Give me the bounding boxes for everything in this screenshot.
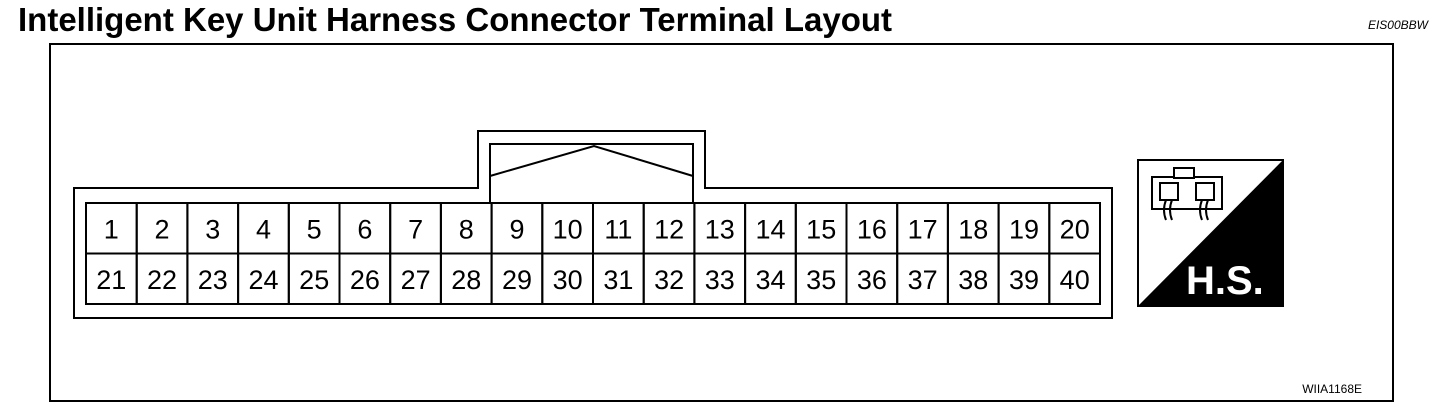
terminal-number: 14 [755, 214, 785, 244]
terminal-number: 28 [451, 265, 481, 295]
document-code: EIS00BBW [1367, 18, 1428, 32]
terminal-number: 30 [553, 265, 583, 295]
terminal-number: 39 [1009, 265, 1039, 295]
terminal-number: 22 [147, 265, 177, 295]
page-title: Intelligent Key Unit Harness Connector T… [18, 1, 893, 38]
terminal-cell [1048, 252, 1102, 305]
terminal-number: 36 [857, 265, 887, 295]
terminal-number: 24 [248, 265, 278, 295]
terminal-number: 6 [357, 214, 372, 244]
harness-side-symbol: H.S. [1137, 159, 1284, 307]
terminal-number: 40 [1060, 265, 1090, 295]
terminal-number: 12 [654, 214, 684, 244]
terminal-number: 38 [958, 265, 988, 295]
terminal-number: 34 [755, 265, 785, 295]
terminal-number: 32 [654, 265, 684, 295]
terminal-number: 20 [1060, 214, 1090, 244]
terminal-number: 33 [705, 265, 735, 295]
terminal-number: 8 [459, 214, 474, 244]
terminal-number: 19 [1009, 214, 1039, 244]
terminal-number: 17 [908, 214, 938, 244]
lock-tab-chevron [489, 144, 694, 177]
connector-plug-icon [1151, 167, 1223, 221]
terminal-number: 13 [705, 214, 735, 244]
terminal-number: 26 [350, 265, 380, 295]
terminal-number: 27 [401, 265, 431, 295]
terminal-number: 25 [299, 265, 329, 295]
terminal-number: 3 [205, 214, 220, 244]
figure-code: WIIA1168E [1302, 382, 1362, 396]
hs-symbol-triangle [1138, 160, 1283, 306]
terminal-number: 31 [603, 265, 633, 295]
terminal-number: 7 [408, 214, 423, 244]
terminal-number: 37 [908, 265, 938, 295]
hs-label: H.S. [1186, 259, 1264, 303]
terminal-number: 4 [256, 214, 271, 244]
diagram-frame: WIIA1168E [49, 43, 1394, 402]
terminal-number: 10 [553, 214, 583, 244]
terminal-number: 35 [806, 265, 836, 295]
terminal-number: 16 [857, 214, 887, 244]
terminal-number: 29 [502, 265, 532, 295]
terminal-number: 21 [96, 265, 126, 295]
terminal-number: 2 [154, 214, 169, 244]
terminal-number: 1 [104, 214, 119, 244]
terminal-number: 15 [806, 214, 836, 244]
terminal-number: 11 [604, 214, 632, 244]
terminal-number: 23 [198, 265, 228, 295]
connector-housing-outline [73, 130, 1113, 319]
terminal-number: 9 [509, 214, 524, 244]
terminal-number: 18 [958, 214, 988, 244]
terminal-number: 5 [307, 214, 322, 244]
